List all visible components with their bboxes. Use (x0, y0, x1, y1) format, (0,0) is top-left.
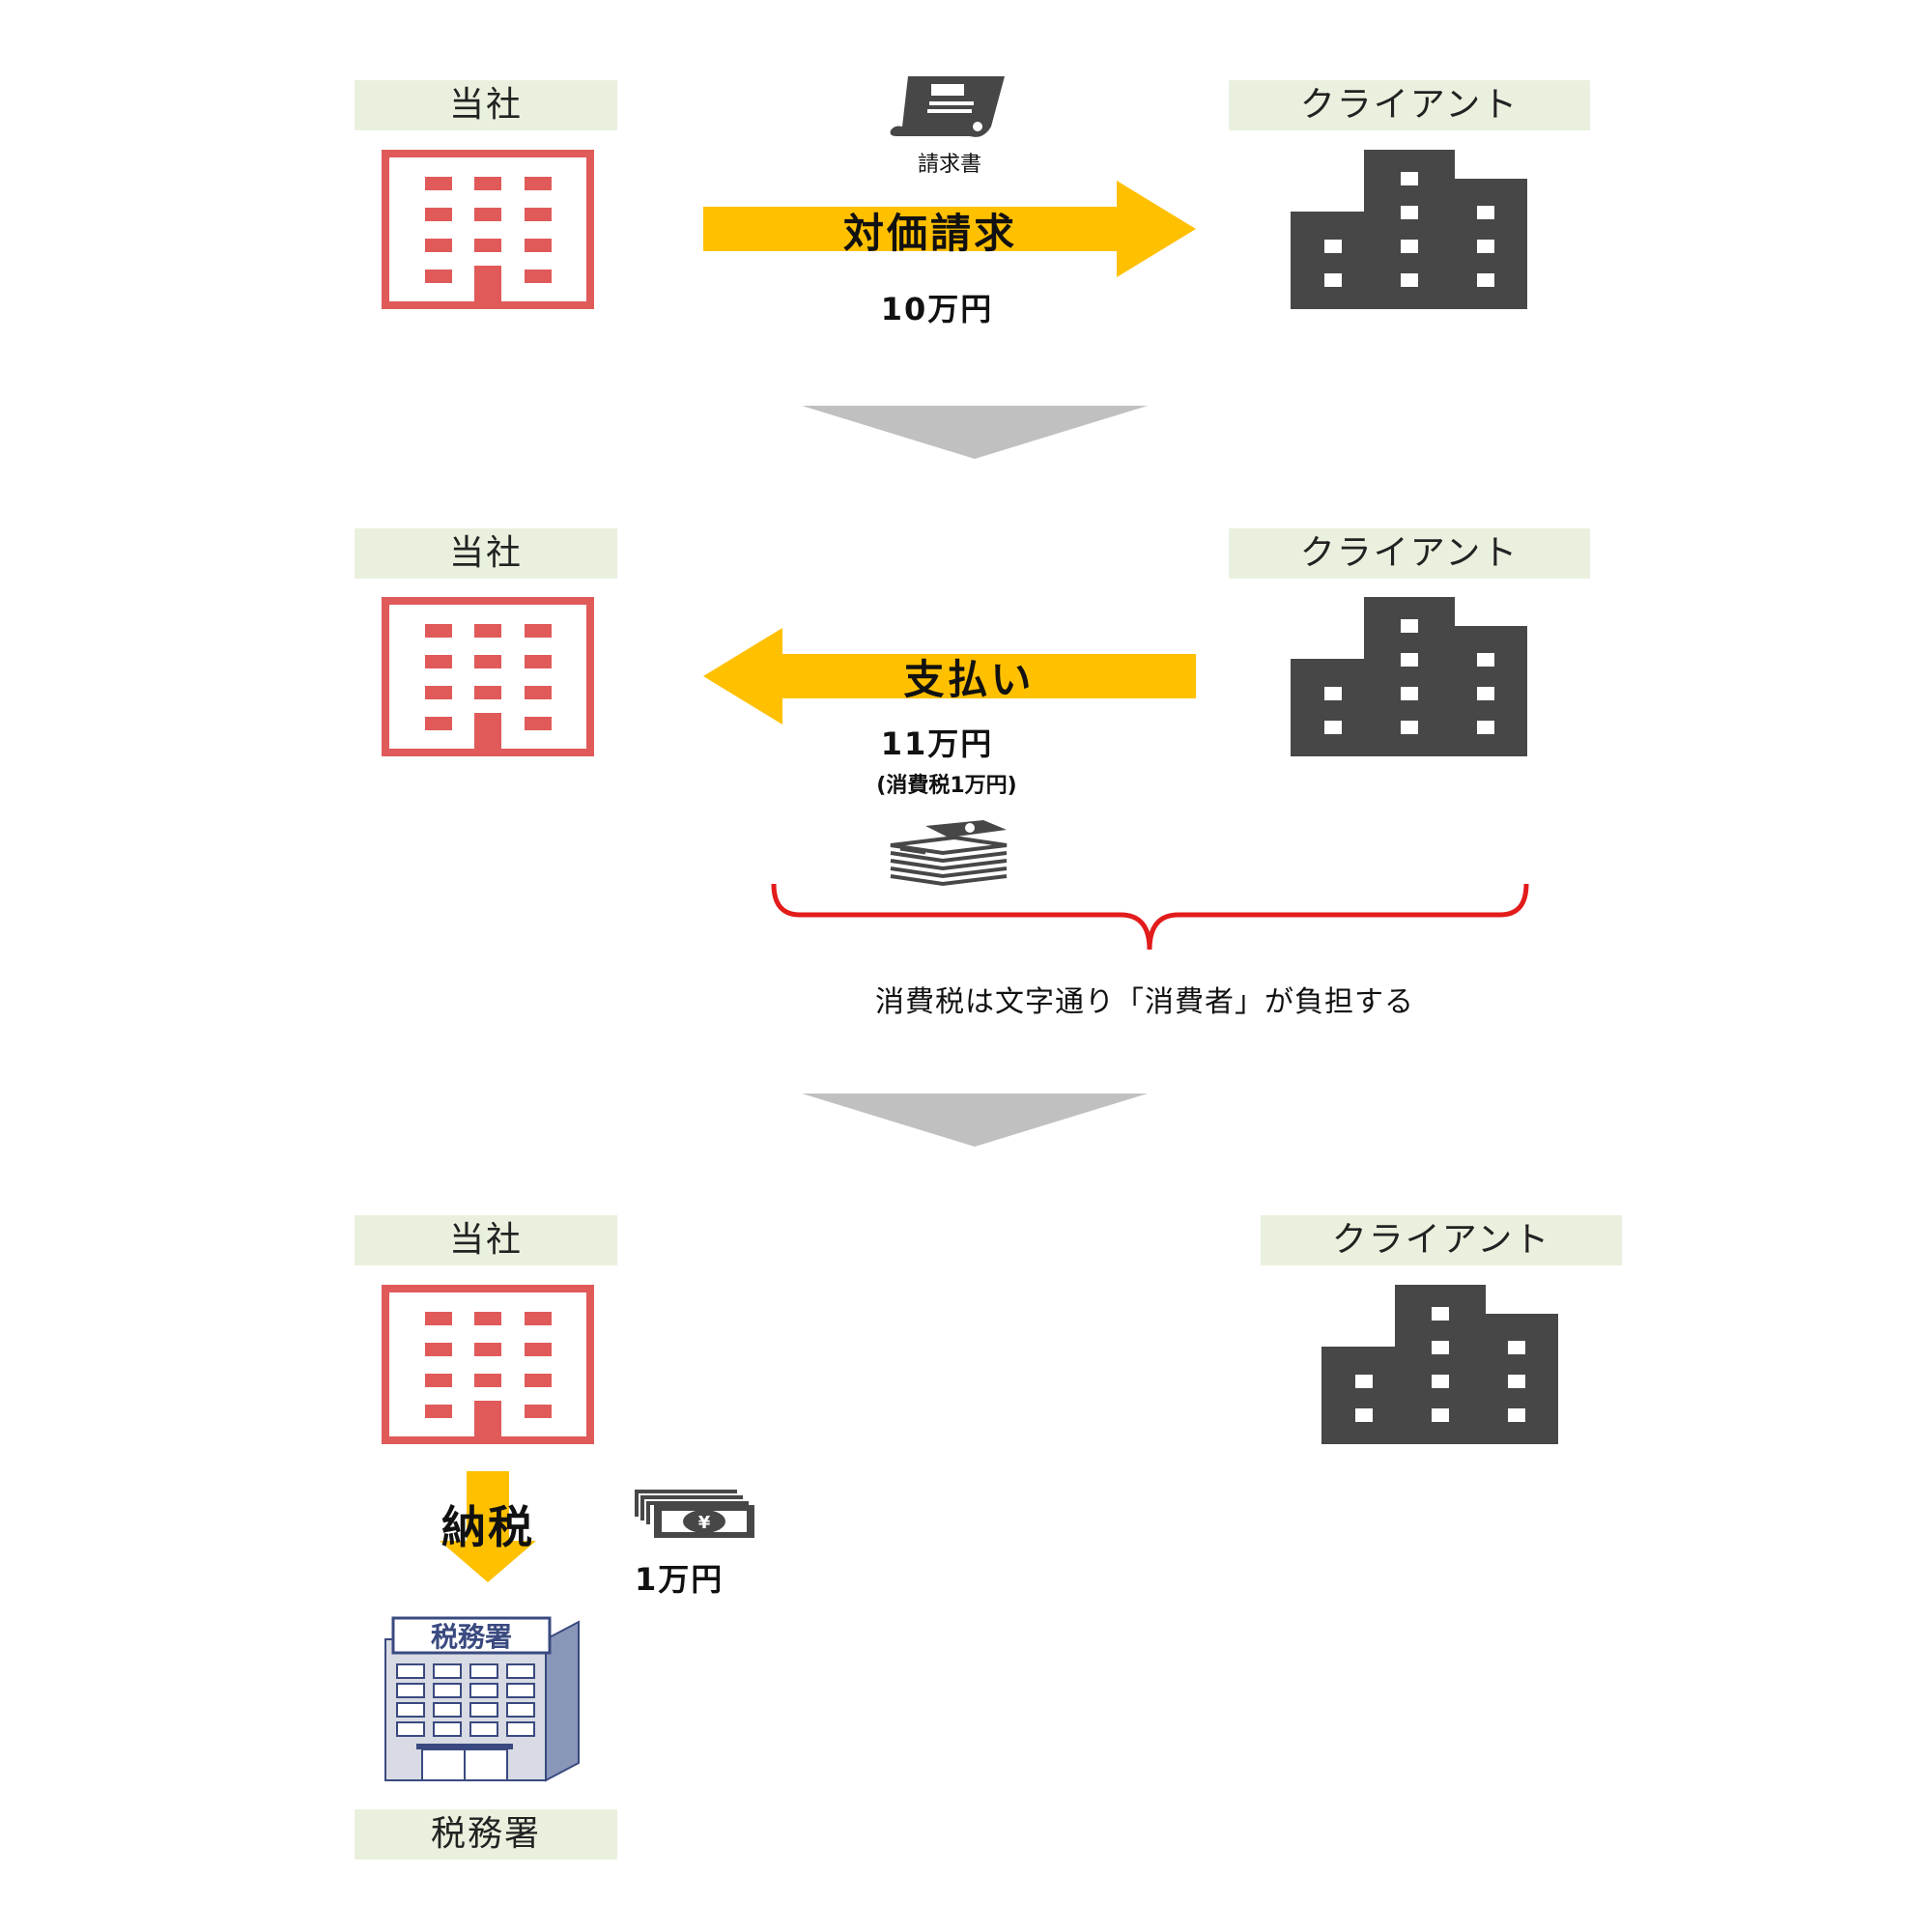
invoice-document-icon (890, 76, 1005, 137)
brace-note: 消費税は文字通り「消費者」が負担する (875, 985, 1414, 1019)
company-building-icon (382, 597, 594, 756)
billing-arrow-label: 対価請求 (842, 210, 1017, 257)
client-building-icon (1291, 150, 1527, 309)
step-down-arrow-2 (802, 1094, 1148, 1147)
client-label-1: クライアント (1229, 80, 1590, 130)
client-building-icon (1321, 1285, 1558, 1444)
client-label-3: クライアント (1261, 1215, 1622, 1265)
cash-stack-icon (890, 820, 1008, 887)
tax-payment-arrow (440, 1471, 536, 1582)
invoice-caption: 請求書 (917, 153, 981, 177)
payment-amount: 11万円 (880, 725, 994, 762)
step-down-arrow-1 (802, 406, 1148, 459)
client-label-2: クライアント (1229, 528, 1590, 579)
tax-office-label: 税務署 (355, 1809, 617, 1860)
company-building-icon (382, 1285, 594, 1444)
tax-payment-label: 納税 (441, 1501, 534, 1553)
company-building-icon (382, 150, 594, 309)
billing-arrow (703, 181, 1196, 277)
billing-amount: 10万円 (880, 291, 994, 327)
client-building-icon (1291, 597, 1527, 756)
company-label-2: 当社 (355, 528, 617, 579)
tax-office-building-icon: 税務署 (384, 1616, 580, 1782)
payment-arrow-label: 支払い (903, 656, 1035, 703)
banknote-icon: ¥ (635, 1490, 754, 1538)
company-label-3: 当社 (355, 1215, 617, 1265)
tax-office-sign: 税務署 (431, 1621, 512, 1653)
brace-bracket (771, 883, 1529, 951)
payment-arrow (703, 628, 1196, 724)
tax-note: (消費税1万円) (876, 774, 1017, 798)
tax-amount: 1万円 (635, 1561, 724, 1598)
company-label-1: 当社 (355, 80, 617, 130)
yen-symbol: ¥ (698, 1513, 711, 1533)
